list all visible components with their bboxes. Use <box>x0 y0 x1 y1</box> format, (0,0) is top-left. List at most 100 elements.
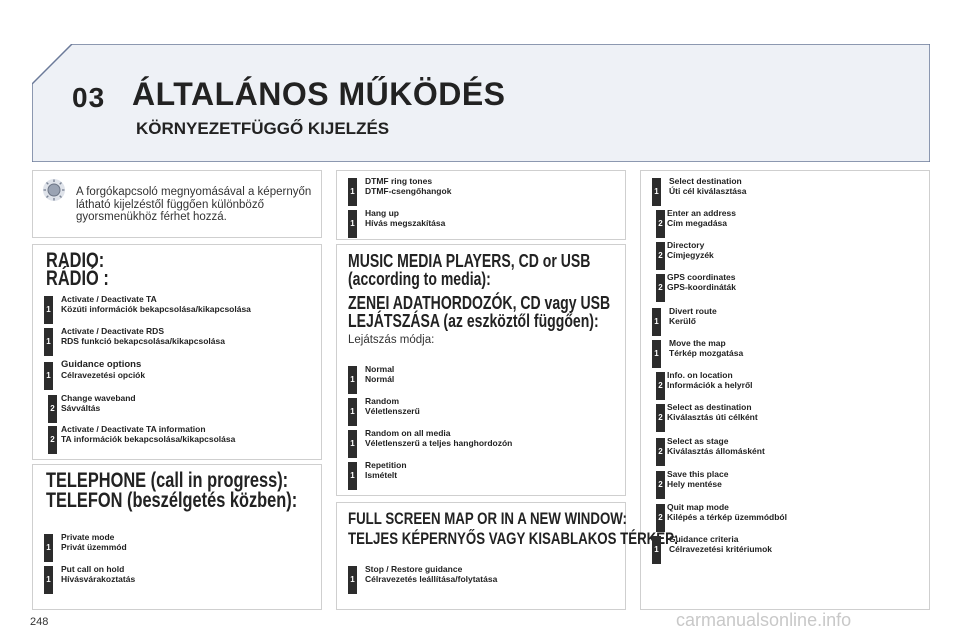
header-banner <box>32 44 930 162</box>
item-label-hu: Hívásvárakoztatás <box>61 574 136 584</box>
level-badge: 2 <box>656 372 665 400</box>
radio-panel <box>32 244 322 460</box>
item-label-hu: Véletlenszerű a teljes hanghordozón <box>365 438 513 448</box>
item-label-en: Select destination <box>669 176 742 186</box>
item-label-en: Move the map <box>669 338 726 348</box>
item-label-hu: Célravezetés leállítása/folytatása <box>365 574 498 584</box>
item-label-en: Private mode <box>61 532 115 542</box>
item-label-en: DTMF ring tones <box>365 176 433 186</box>
item-label-en: Normal <box>365 364 395 374</box>
item-label-hu: GPS-koordináták <box>667 282 736 292</box>
item-label-hu: Kilépés a térkép üzemmódból <box>667 512 787 522</box>
item-label-en: Put call on hold <box>61 564 125 574</box>
level-badge: 1 <box>44 566 53 594</box>
item-label-hu: Kiválasztás úti célként <box>667 412 758 422</box>
chapter-title: ÁLTALÁNOS MŰKÖDÉS <box>132 76 506 112</box>
item-label-hu: Cím megadása <box>667 218 727 228</box>
level-badge: 1 <box>44 362 53 390</box>
media-title-hu-2: LEJÁTSZÁSA (az eszköztől függően): <box>348 311 599 331</box>
item-label-en: Stop / Restore guidance <box>365 564 463 574</box>
item-label-en: Guidance criteria <box>669 534 739 544</box>
chapter-number: 03 <box>72 82 106 113</box>
media-title-en-2: (according to media): <box>348 269 491 289</box>
level-badge: 2 <box>656 210 665 238</box>
play-mode-label: Lejátszás módja: <box>348 334 435 346</box>
level-badge: 1 <box>348 210 357 238</box>
item-label-hu: Normál <box>365 374 395 384</box>
item-label-en: GPS coordinates <box>667 272 736 282</box>
level-badge: 1 <box>652 340 661 368</box>
level-badge: 1 <box>44 296 53 324</box>
navigation-panel <box>640 170 930 610</box>
item-label-en: Divert route <box>669 306 717 316</box>
item-label-en: Select as destination <box>667 402 752 412</box>
level-badge: 1 <box>652 178 661 206</box>
item-label-hu: Kerülő <box>669 316 696 326</box>
chapter-subtitle: KÖRNYEZETFÜGGŐ KIJELZÉS <box>136 119 390 138</box>
level-badge: 2 <box>656 404 665 432</box>
dtmf-panel <box>336 170 626 240</box>
item-label-en: Random <box>365 396 399 406</box>
level-badge: 1 <box>44 328 53 356</box>
level-badge: 1 <box>348 398 357 426</box>
level-badge: 2 <box>48 426 57 454</box>
media-title-hu-1: ZENEI ADATHORDOZÓK, CD vagy USB <box>348 293 611 313</box>
radio-title-en: RADIO: <box>46 249 105 272</box>
radio-title-hu: RÁDIÓ : <box>46 267 109 290</box>
level-badge: 2 <box>656 274 665 302</box>
intro-panel <box>32 170 322 238</box>
fullscreen-title-en: FULL SCREEN MAP OR IN A NEW WINDOW: <box>348 509 627 528</box>
chapter-header <box>32 44 930 162</box>
level-badge: 1 <box>348 462 357 490</box>
item-label-en: Enter an address <box>667 208 736 218</box>
rotary-knob-icon <box>42 178 66 207</box>
level-badge: 2 <box>656 438 665 466</box>
intro-text: A forgókapcsoló megnyomásával a képernyő… <box>76 186 312 223</box>
item-label-hu: Ismételt <box>365 470 398 480</box>
media-panel <box>336 244 626 496</box>
item-label-hu: Célravezetési kritériumok <box>669 544 772 554</box>
level-badge: 2 <box>656 504 665 532</box>
item-label-hu: Kiválasztás állomásként <box>667 446 765 456</box>
item-label-en: Change waveband <box>61 393 136 403</box>
item-label-hu: Információk a helyről <box>667 380 753 390</box>
item-label-hu: TA információk bekapcsolása/kikapcsolása <box>61 434 236 444</box>
level-badge: 1 <box>348 566 357 594</box>
fullscreen-panel <box>336 502 626 610</box>
telephone-title-en: TELEPHONE (call in progress): <box>46 469 289 492</box>
item-label-en: Guidance options <box>61 359 142 370</box>
item-label-en: Save this place <box>667 469 729 479</box>
item-label-hu: Sávváltás <box>61 403 101 413</box>
level-badge: 1 <box>652 536 661 564</box>
item-label-hu: Térkép mozgatása <box>669 348 744 358</box>
page-number: 248 <box>30 616 49 628</box>
level-badge: 1 <box>652 308 661 336</box>
item-label-hu: Közúti információk bekapcsolása/kikapcso… <box>61 304 251 314</box>
item-label-hu: Hely mentése <box>667 479 722 489</box>
item-label-en: Activate / Deactivate TA <box>61 294 157 304</box>
item-label-en: Quit map mode <box>667 502 729 512</box>
item-label-en: Random on all media <box>365 428 451 438</box>
item-label-hu: Véletlenszerű <box>365 406 420 416</box>
item-label-en: Hang up <box>365 208 399 218</box>
item-label-hu: Úti cél kiválasztása <box>669 186 747 196</box>
fullscreen-title-hu: TELJES KÉPERNYŐS VAGY KISABLAKOS TÉRKÉP: <box>348 529 679 548</box>
telephone-panel <box>32 464 322 610</box>
media-title-en-1: MUSIC MEDIA PLAYERS, CD or USB <box>348 251 591 271</box>
item-label-en: Directory <box>667 240 705 250</box>
item-label-en: Repetition <box>365 460 407 470</box>
level-badge: 2 <box>48 395 57 423</box>
item-label-hu: Privát üzemmód <box>61 542 127 552</box>
item-label-hu: RDS funkció bekapcsolása/kikapcsolása <box>61 336 225 346</box>
level-badge: 2 <box>656 242 665 270</box>
item-label-en: Select as stage <box>667 436 729 446</box>
level-badge: 1 <box>348 430 357 458</box>
item-label-en: Info. on location <box>667 370 733 380</box>
item-label-hu: Célravezetési opciók <box>61 370 146 380</box>
item-label-hu: Címjegyzék <box>667 250 714 260</box>
level-badge: 1 <box>348 366 357 394</box>
level-badge: 1 <box>44 534 53 562</box>
watermark: carmanualsonline.info <box>676 610 852 630</box>
item-label-en: Activate / Deactivate TA information <box>61 424 206 434</box>
level-badge: 1 <box>348 178 357 206</box>
